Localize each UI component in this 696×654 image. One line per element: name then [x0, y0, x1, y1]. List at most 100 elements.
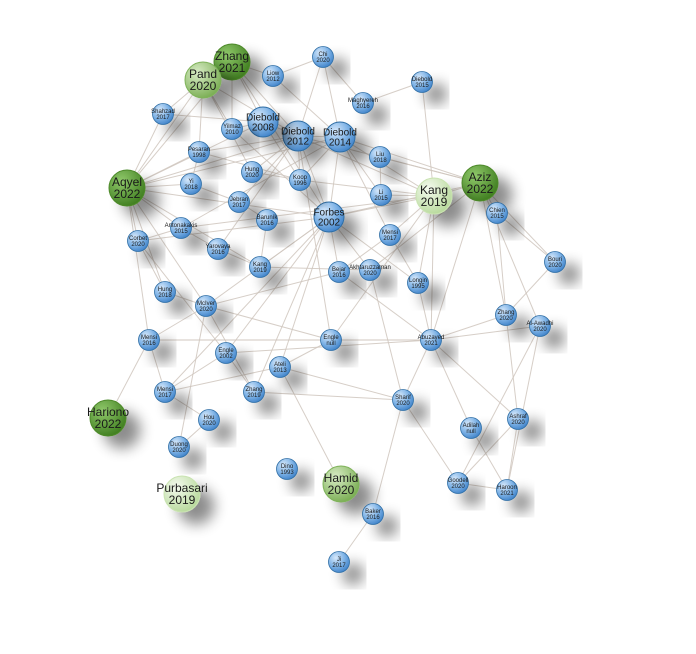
node-circle[interactable] — [249, 256, 271, 278]
node-circle[interactable] — [328, 261, 350, 283]
node-circle[interactable] — [184, 61, 222, 99]
node-circle[interactable] — [108, 169, 146, 207]
node-circle[interactable] — [407, 272, 429, 294]
node-circle[interactable] — [415, 177, 453, 215]
node-circle[interactable] — [241, 161, 263, 183]
node-circle[interactable] — [313, 201, 345, 233]
node-circle[interactable] — [392, 389, 414, 411]
node-circle[interactable] — [362, 503, 384, 525]
node-circle[interactable] — [447, 472, 469, 494]
node-circle[interactable] — [352, 92, 374, 114]
node-circle[interactable] — [496, 479, 518, 501]
node-circle[interactable] — [324, 121, 356, 153]
node-circle[interactable] — [379, 224, 401, 246]
node-circle[interactable] — [152, 103, 174, 125]
node-circle[interactable] — [215, 342, 237, 364]
node-circle[interactable] — [221, 118, 243, 140]
node-circle[interactable] — [320, 329, 342, 351]
node-circle[interactable] — [198, 409, 220, 431]
node-circle[interactable] — [507, 408, 529, 430]
node-circle[interactable] — [544, 251, 566, 273]
node-circle[interactable] — [312, 46, 334, 68]
node-circle[interactable] — [89, 399, 127, 437]
node-circle[interactable] — [461, 164, 499, 202]
node-circle[interactable] — [256, 209, 278, 231]
node-circle[interactable] — [529, 315, 551, 337]
node-circle[interactable] — [180, 173, 202, 195]
node-circle[interactable] — [370, 184, 392, 206]
node-circle[interactable] — [289, 169, 311, 191]
node-circle[interactable] — [207, 238, 229, 260]
node-circle[interactable] — [168, 436, 190, 458]
node-circle[interactable] — [247, 106, 279, 138]
node-circle[interactable] — [282, 120, 314, 152]
node-circle[interactable] — [369, 146, 391, 168]
node-circle[interactable] — [188, 141, 210, 163]
node-circle[interactable] — [328, 551, 350, 573]
node-circle[interactable] — [213, 43, 251, 81]
node-circle[interactable] — [243, 381, 265, 403]
node-circle[interactable] — [154, 381, 176, 403]
node-circle[interactable] — [228, 191, 250, 213]
node-circle[interactable] — [411, 71, 433, 93]
node-circle[interactable] — [127, 230, 149, 252]
node-circle[interactable] — [138, 329, 160, 351]
node-circle[interactable] — [170, 217, 192, 239]
node-circle[interactable] — [262, 65, 284, 87]
node-circle[interactable] — [195, 295, 217, 317]
node-circle[interactable] — [269, 356, 291, 378]
node-circle[interactable] — [163, 475, 201, 513]
node-circle[interactable] — [276, 458, 298, 480]
node-circle[interactable] — [420, 329, 442, 351]
node-circle[interactable] — [359, 259, 381, 281]
node-circle[interactable] — [460, 417, 482, 439]
node-circle[interactable] — [154, 281, 176, 303]
